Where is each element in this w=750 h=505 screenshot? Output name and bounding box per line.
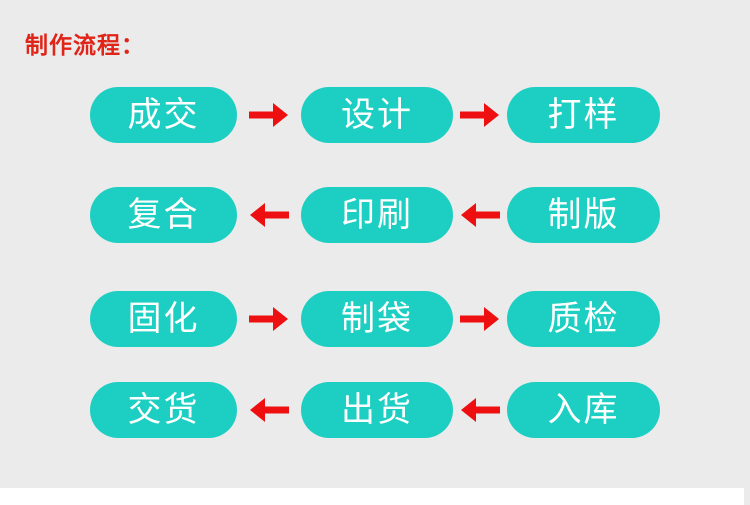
pill-shipping: 出货: [301, 382, 453, 438]
arrow-left-icon: [249, 200, 289, 230]
pill-delivery: 交货: [90, 382, 237, 438]
arrow-left-icon: [249, 395, 289, 425]
pill-plate-making: 制版: [507, 187, 660, 243]
arrow-right-icon: [460, 100, 500, 130]
pill-warehouse-in: 入库: [507, 382, 660, 438]
page-title: 制作流程：: [25, 32, 145, 58]
pill-quality-check: 质检: [507, 291, 660, 347]
pill-design: 设计: [301, 87, 453, 143]
pill-sampling: 打样: [507, 87, 660, 143]
pill-deal: 成交: [90, 87, 237, 143]
pill-laminating: 复合: [90, 187, 237, 243]
arrow-right-icon: [460, 304, 500, 334]
pill-curing: 固化: [90, 291, 237, 347]
arrow-left-icon: [460, 395, 500, 425]
arrow-right-icon: [249, 304, 289, 334]
bottom-strip: [0, 488, 744, 505]
arrow-right-icon: [249, 100, 289, 130]
pill-bag-making: 制袋: [301, 291, 453, 347]
pill-printing: 印刷: [301, 187, 453, 243]
arrow-left-icon: [460, 200, 500, 230]
